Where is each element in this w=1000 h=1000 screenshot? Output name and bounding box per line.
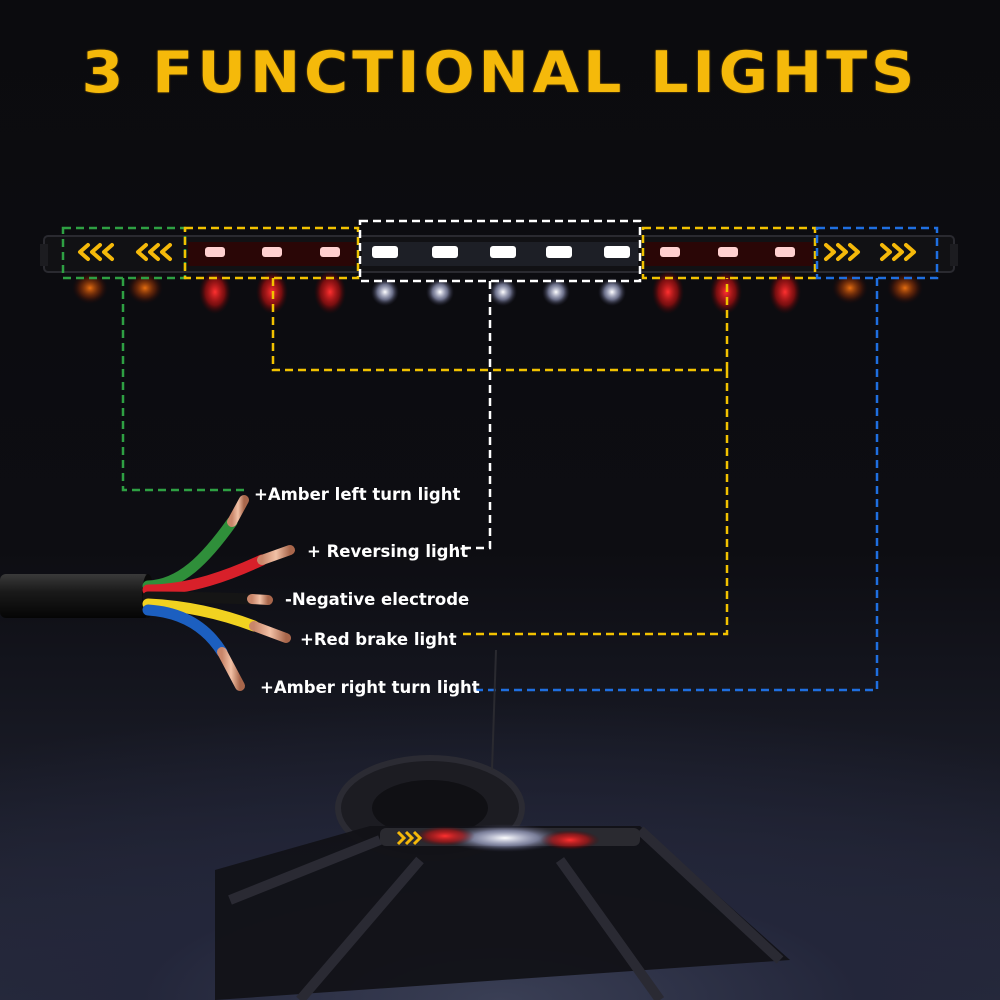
wiring-harness [0,495,295,691]
blue-leader-line [470,278,879,692]
red-right-group-box [641,226,817,280]
negative-electrode-label: -Negative electrode [285,590,470,609]
red-leds-right [660,247,795,257]
white-leds [372,246,630,258]
green-leader-line [121,278,245,492]
amber-right-turn-label: +Amber right turn light [260,678,480,697]
red-brake-light-label: +Red brake light [300,630,457,649]
amber-right-chevrons [824,243,916,261]
red-left-group-box [183,226,360,280]
utv-silhouette [215,649,790,1000]
yellow-bridge-line [271,278,729,372]
red-leds-left [205,247,340,257]
white-group-box [358,219,642,283]
reversing-light-label: + Reversing light [307,542,469,561]
amber-left-turn-label: +Amber left turn light [254,485,461,504]
page-title: 3 FUNCTIONAL LIGHTS [81,39,919,107]
amber-right-group-box [815,226,939,280]
light-glows [72,270,923,314]
amber-left-chevrons [78,243,172,261]
yellow-leader-line [458,370,729,636]
white-leader-line [455,281,492,550]
